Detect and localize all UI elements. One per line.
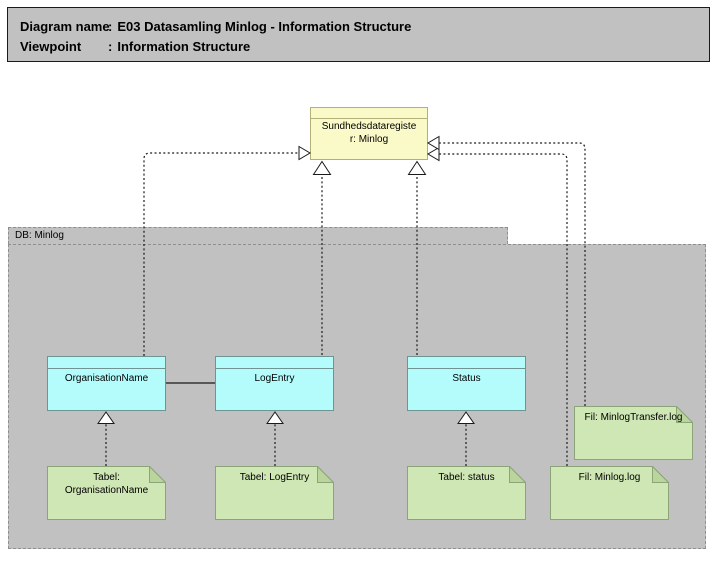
note-tabel-logentry[interactable]: Tabel: LogEntry [215,466,334,520]
note-label: Fil: MinlogTransfer.log [584,412,683,423]
diagram-title-block: Diagram name: E03 Datasamling Minlog - In… [7,7,710,62]
note-label: Tabel: OrganisationName [64,472,149,496]
entity-logentry[interactable]: LogEntry [215,356,334,411]
note-shape-icon [407,466,526,520]
db-group-label: DB: Minlog [15,230,64,241]
realization-arrowhead-icon [427,146,440,162]
register-object[interactable]: Sundhedsdataregister: Minlog [310,107,428,160]
note-shape-icon [574,406,693,460]
realization-arrowhead-icon [312,160,332,175]
diagram-name-label: Diagram name [20,19,110,34]
note-label: Tabel: status [438,472,495,483]
note-fil-minlog-log[interactable]: Fil: Minlog.log [550,466,669,520]
entity-compartment [216,357,333,369]
viewpoint-row: Viewpoint: Information Structure [20,37,709,57]
note-label: Tabel: LogEntry [239,472,310,483]
diagram-name-value: E03 Datasamling Minlog - Information Str… [117,19,412,34]
entity-organisationname[interactable]: OrganisationName [47,356,166,411]
register-label: Sundhedsdataregister: Minlog [321,121,417,145]
viewpoint-value: Information Structure [117,39,251,54]
diagram-name-row: Diagram name: E03 Datasamling Minlog - In… [20,17,709,37]
entity-label: Status [452,373,481,384]
viewpoint-colon: : [108,39,113,54]
note-shape-icon [47,466,166,520]
note-shape-icon [215,466,334,520]
entity-status[interactable]: Status [407,356,526,411]
viewpoint-label: Viewpoint [20,39,82,54]
db-group-tab[interactable]: DB: Minlog [8,227,508,244]
entity-label: OrganisationName [64,373,149,384]
note-tabel-status[interactable]: Tabel: status [407,466,526,520]
realization-arrowhead-icon [407,160,427,175]
entity-compartment [408,357,525,369]
diagram-name-colon: : [108,19,113,34]
realization-arrowhead-icon [298,145,311,161]
note-label: Fil: Minlog.log [578,472,641,483]
entity-label: LogEntry [254,373,295,384]
note-shape-icon [550,466,669,520]
realization-arrowhead-icon [427,135,440,151]
note-tabel-organisationname[interactable]: Tabel: OrganisationName [47,466,166,520]
entity-compartment [48,357,165,369]
note-fil-minlogtransfer-log[interactable]: Fil: MinlogTransfer.log [574,406,693,460]
register-compartment [311,108,427,119]
